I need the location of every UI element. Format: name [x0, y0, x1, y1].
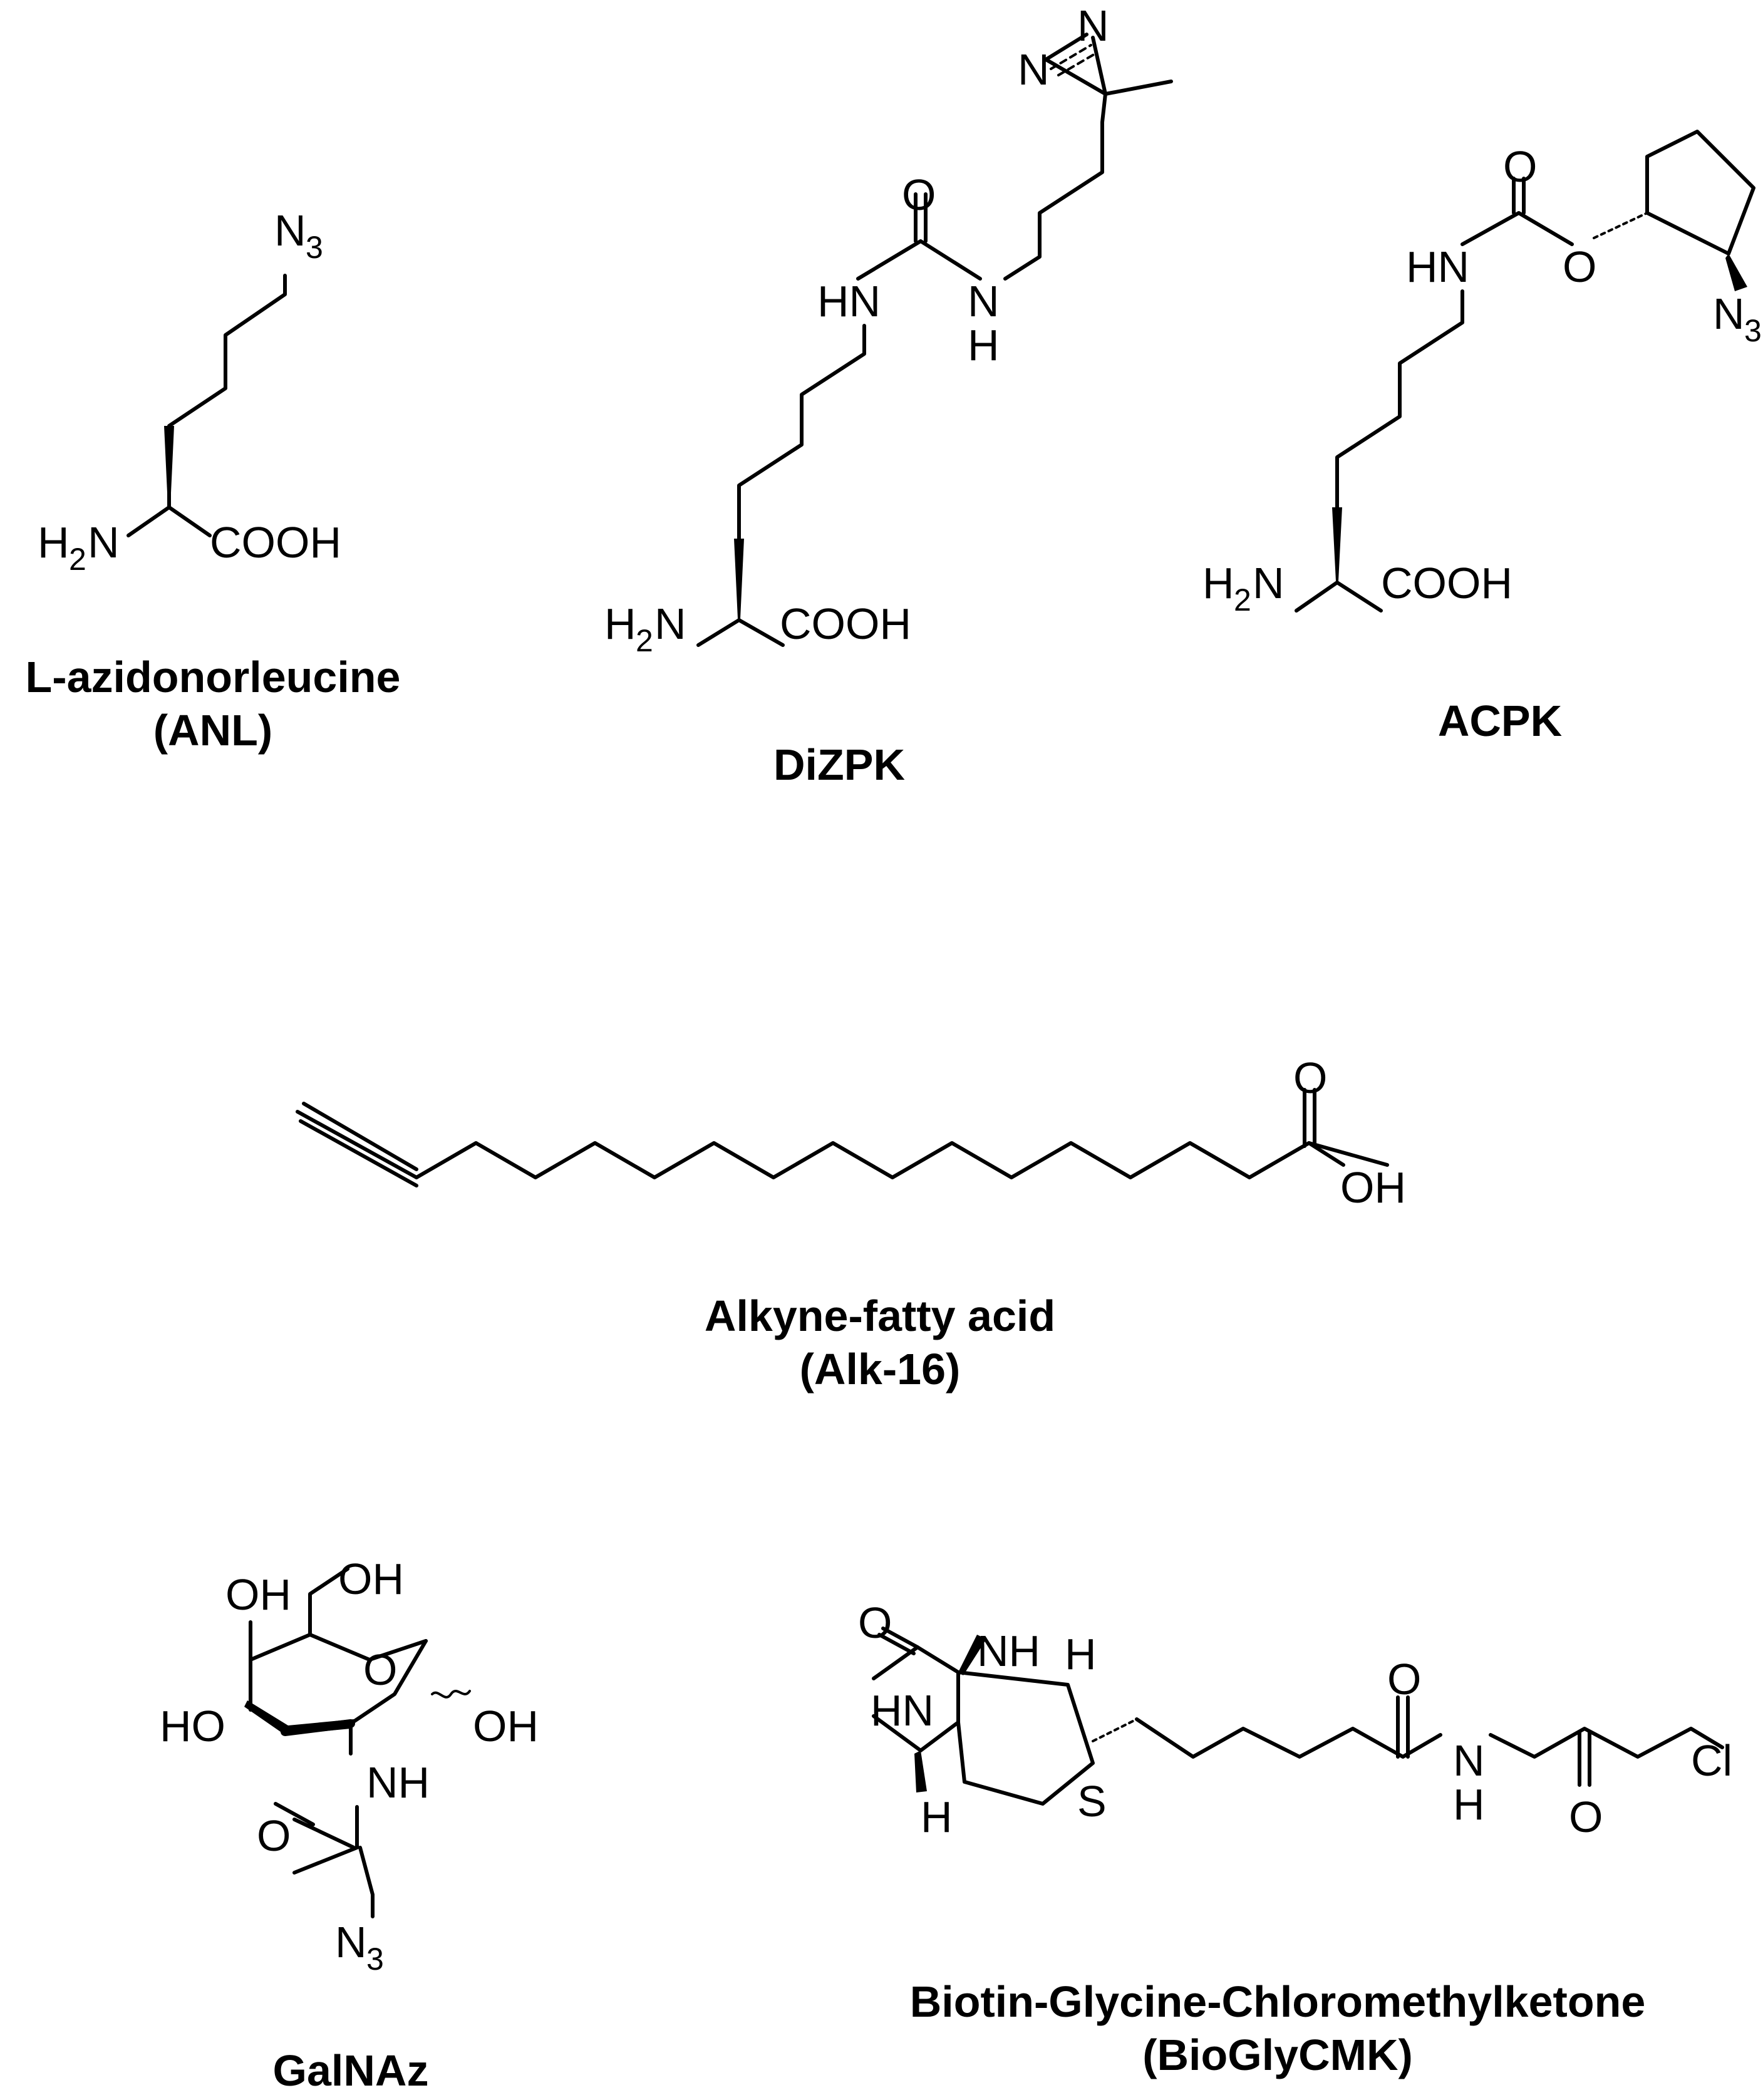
compound-abbreviation: (Alk-16): [800, 1345, 961, 1394]
atom-cooh: COOH: [210, 518, 341, 567]
atom-o: O: [1563, 242, 1596, 291]
compound-name: ACPK: [1438, 696, 1562, 745]
atom-oh: OH: [338, 1554, 404, 1603]
atom-o: O: [1387, 1655, 1421, 1704]
atom-cooh: COOH: [780, 599, 911, 648]
atom-n: N: [88, 518, 120, 567]
atom-o: O: [257, 1811, 291, 1860]
atom-n: N: [1018, 45, 1050, 94]
atom-n: N: [1077, 1, 1109, 50]
compound-name: GalNAz: [273, 2046, 429, 2095]
atom-hn: HN: [817, 277, 881, 326]
atom-n: N: [1253, 559, 1285, 608]
atom-n: N: [654, 599, 686, 648]
structure-acpk: O HN O N 3 H 2 N COOH: [1202, 130, 1762, 618]
atom-subscript: 2: [636, 623, 653, 658]
atom-n: N: [1453, 1736, 1485, 1785]
atom-subscript: 3: [1744, 313, 1762, 348]
atom-s: S: [1077, 1777, 1107, 1826]
structure-anl: N 3 H 2 N COOH: [38, 206, 341, 577]
atom-hn: HN: [871, 1686, 934, 1735]
compound-name: DiZPK: [773, 740, 905, 789]
atom-nh: NH: [366, 1758, 430, 1807]
atom-o: O: [1569, 1792, 1603, 1841]
atom-h: H: [968, 321, 1000, 370]
compound-name: Biotin-Glycine-Chloromethylketone: [910, 1977, 1646, 2026]
atom-hn: HN: [1406, 242, 1469, 291]
atom-n: N: [335, 1918, 367, 1967]
atom-h: H: [1202, 559, 1234, 608]
atom-oh: OH: [473, 1702, 539, 1751]
atom-h: H: [1065, 1630, 1097, 1678]
compound-name: Alkyne-fatty acid: [705, 1291, 1055, 1340]
atom-nh: NH: [977, 1627, 1040, 1675]
atom-cl: Cl: [1691, 1736, 1732, 1785]
compound-name: L-azidonorleucine: [26, 653, 401, 701]
atom-o: O: [1503, 142, 1537, 191]
atom-subscript: 3: [366, 1942, 384, 1977]
atom-n: N: [274, 206, 306, 255]
atom-ho: HO: [160, 1702, 225, 1751]
atom-o: O: [902, 170, 936, 219]
atom-h: H: [38, 518, 70, 567]
atom-oh: OH: [225, 1570, 291, 1619]
structure-dizpk: O HN N H N N H 2 N COOH: [604, 1, 1173, 658]
atom-subscript: 2: [69, 542, 86, 577]
atom-subscript: 2: [1234, 582, 1251, 618]
atom-h: H: [604, 599, 636, 648]
atom-o: O: [363, 1645, 397, 1694]
atom-oh: OH: [1340, 1163, 1406, 1212]
atom-subscript: 3: [306, 230, 323, 265]
compound-abbreviation: (ANL): [153, 706, 272, 755]
structure-bioglycmk: O NH H HN H S O N H O Cl: [858, 1598, 1732, 1841]
structure-galnaz: OH OH O HO OH NH O N 3: [160, 1554, 539, 1977]
atom-o: O: [1293, 1053, 1327, 1102]
structure-alk16: O OH: [296, 1053, 1406, 1212]
atom-h: H: [1453, 1780, 1485, 1829]
atom-o: O: [858, 1598, 892, 1647]
compound-abbreviation: (BioGlyCMK): [1142, 2030, 1413, 2079]
atom-h: H: [921, 1792, 953, 1841]
atom-n: N: [968, 277, 1000, 326]
atom-cooh: COOH: [1381, 559, 1512, 608]
atom-n: N: [1713, 289, 1745, 338]
